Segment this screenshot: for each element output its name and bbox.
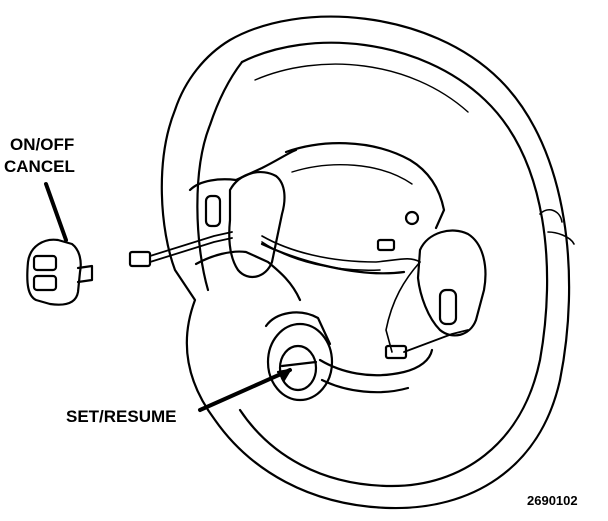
wheel-rim-inner-left [197, 62, 242, 290]
hub-cover-inner [292, 165, 412, 184]
leader-set-resume-arrow [278, 370, 290, 380]
figure-number: 2690102 [527, 493, 578, 508]
set-resume-switch-body [268, 324, 332, 400]
wiring-to-right [386, 262, 420, 352]
wiring-harness-2 [262, 242, 380, 270]
wheel-spoke-left [190, 150, 296, 190]
leader-set-resume [200, 370, 290, 410]
left-wire-plug [130, 252, 150, 266]
hub-cover [286, 143, 444, 228]
wheel-rim-inner [240, 43, 547, 486]
left-wire-2 [150, 238, 232, 262]
on-off-button-bottom [34, 276, 56, 290]
on-off-button-top [34, 256, 56, 270]
right-switch-slot [440, 290, 456, 324]
on-off-label-line1: ON/OFF [10, 135, 75, 154]
set-resume-switch-divider [282, 362, 316, 366]
on-off-switch-body [27, 240, 80, 305]
right-wire [404, 330, 468, 352]
wheel-rim-outer [162, 17, 569, 508]
wire-connector [378, 240, 394, 250]
set-resume-label: SET/RESUME [66, 407, 177, 426]
on-off-tab [78, 266, 92, 282]
wiring-harness [262, 236, 420, 262]
set-resume-switch-face [280, 346, 316, 390]
wheel-spoke-left-lower [196, 252, 300, 300]
wheel-rim-contour [255, 64, 468, 112]
wheel-spoke-lower [320, 350, 432, 375]
left-wire [150, 232, 232, 256]
right-wire-plug [386, 346, 406, 358]
on-off-label-line2: CANCEL [4, 157, 75, 176]
set-resume-switch-mount [266, 312, 330, 344]
steering-column [540, 210, 574, 244]
right-switch-pod [418, 231, 485, 336]
left-switch-slot [206, 196, 220, 226]
leader-on-off [46, 184, 66, 240]
right-switch-screw [406, 212, 418, 224]
wheel-spoke-lower-2 [322, 380, 408, 392]
left-switch-pod [229, 172, 284, 277]
